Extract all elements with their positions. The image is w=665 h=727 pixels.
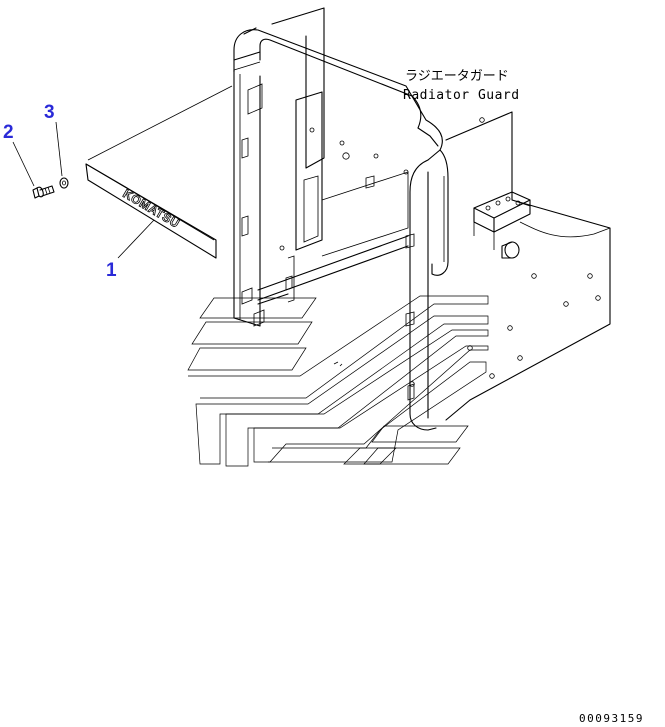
washer bbox=[59, 177, 69, 189]
callout-2: 2 bbox=[3, 122, 14, 143]
inner-frame bbox=[241, 91, 415, 401]
guard-tube bbox=[233, 27, 449, 431]
mounting-bracket bbox=[473, 191, 531, 250]
drawing-number: 00093159 bbox=[579, 712, 644, 725]
rear-back-panel bbox=[271, 7, 325, 169]
title-english: Radiator Guard bbox=[403, 88, 520, 103]
left-frame bbox=[233, 61, 263, 327]
leader-washer bbox=[55, 121, 63, 177]
nameplate-logo: KOMATSU bbox=[120, 187, 182, 231]
nameplate: KOMATSU bbox=[85, 163, 217, 259]
cylindrical-boss bbox=[501, 241, 520, 259]
title-japanese: ラジエータガード bbox=[405, 69, 509, 84]
leader-line-plate bbox=[87, 85, 233, 161]
hood-stripes bbox=[187, 295, 489, 467]
bolt bbox=[32, 185, 55, 199]
callout-1: 1 bbox=[106, 260, 117, 281]
right-side-panel bbox=[409, 111, 611, 421]
leader-bolt bbox=[12, 141, 35, 187]
leader-nameplate bbox=[117, 219, 155, 259]
callout-3: 3 bbox=[44, 102, 55, 123]
